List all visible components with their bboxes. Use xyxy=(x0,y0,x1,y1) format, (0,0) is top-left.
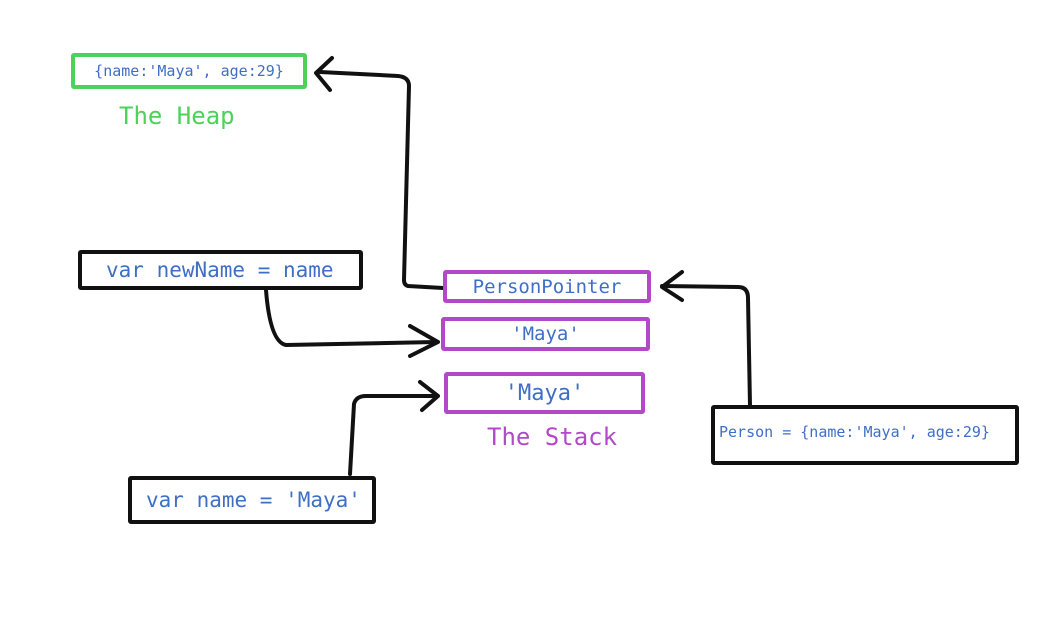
person-statement-text: Person = {name:'Maya', age:29} xyxy=(719,423,990,441)
pointer-to-heap-arrow xyxy=(318,70,445,290)
newname-statement-text: var newName = name xyxy=(106,258,334,282)
heap-object-box: {name:'Maya', age:29} xyxy=(71,53,307,89)
name-statement-text: var name = 'Maya' xyxy=(146,488,361,512)
stack-slot-pointer: PersonPointer xyxy=(443,270,651,303)
stack-slot-newname: 'Maya' xyxy=(441,317,650,351)
newname-to-stack-arrowhead xyxy=(408,324,440,358)
newname-to-stack-arrow xyxy=(264,288,438,347)
pointer-to-heap-arrowhead xyxy=(314,56,334,92)
heap-label: The Heap xyxy=(119,102,235,130)
person-statement-box: Person = {name:'Maya', age:29} xyxy=(711,405,1019,465)
stack-slot-pointer-text: PersonPointer xyxy=(472,275,622,298)
person-to-pointer-arrowhead xyxy=(660,270,684,302)
heap-object-text: {name:'Maya', age:29} xyxy=(94,62,284,80)
name-statement-box: var name = 'Maya' xyxy=(128,476,376,524)
person-to-pointer-arrow xyxy=(660,284,752,408)
name-to-stack-arrowhead xyxy=(418,380,440,412)
name-to-stack-arrow xyxy=(348,394,438,476)
stack-slot-name-text: 'Maya' xyxy=(504,380,585,406)
newname-statement-box: var newName = name xyxy=(78,250,363,290)
stack-slot-name: 'Maya' xyxy=(444,372,645,414)
stack-slot-newname-text: 'Maya' xyxy=(511,323,580,345)
stack-label: The Stack xyxy=(487,423,618,451)
